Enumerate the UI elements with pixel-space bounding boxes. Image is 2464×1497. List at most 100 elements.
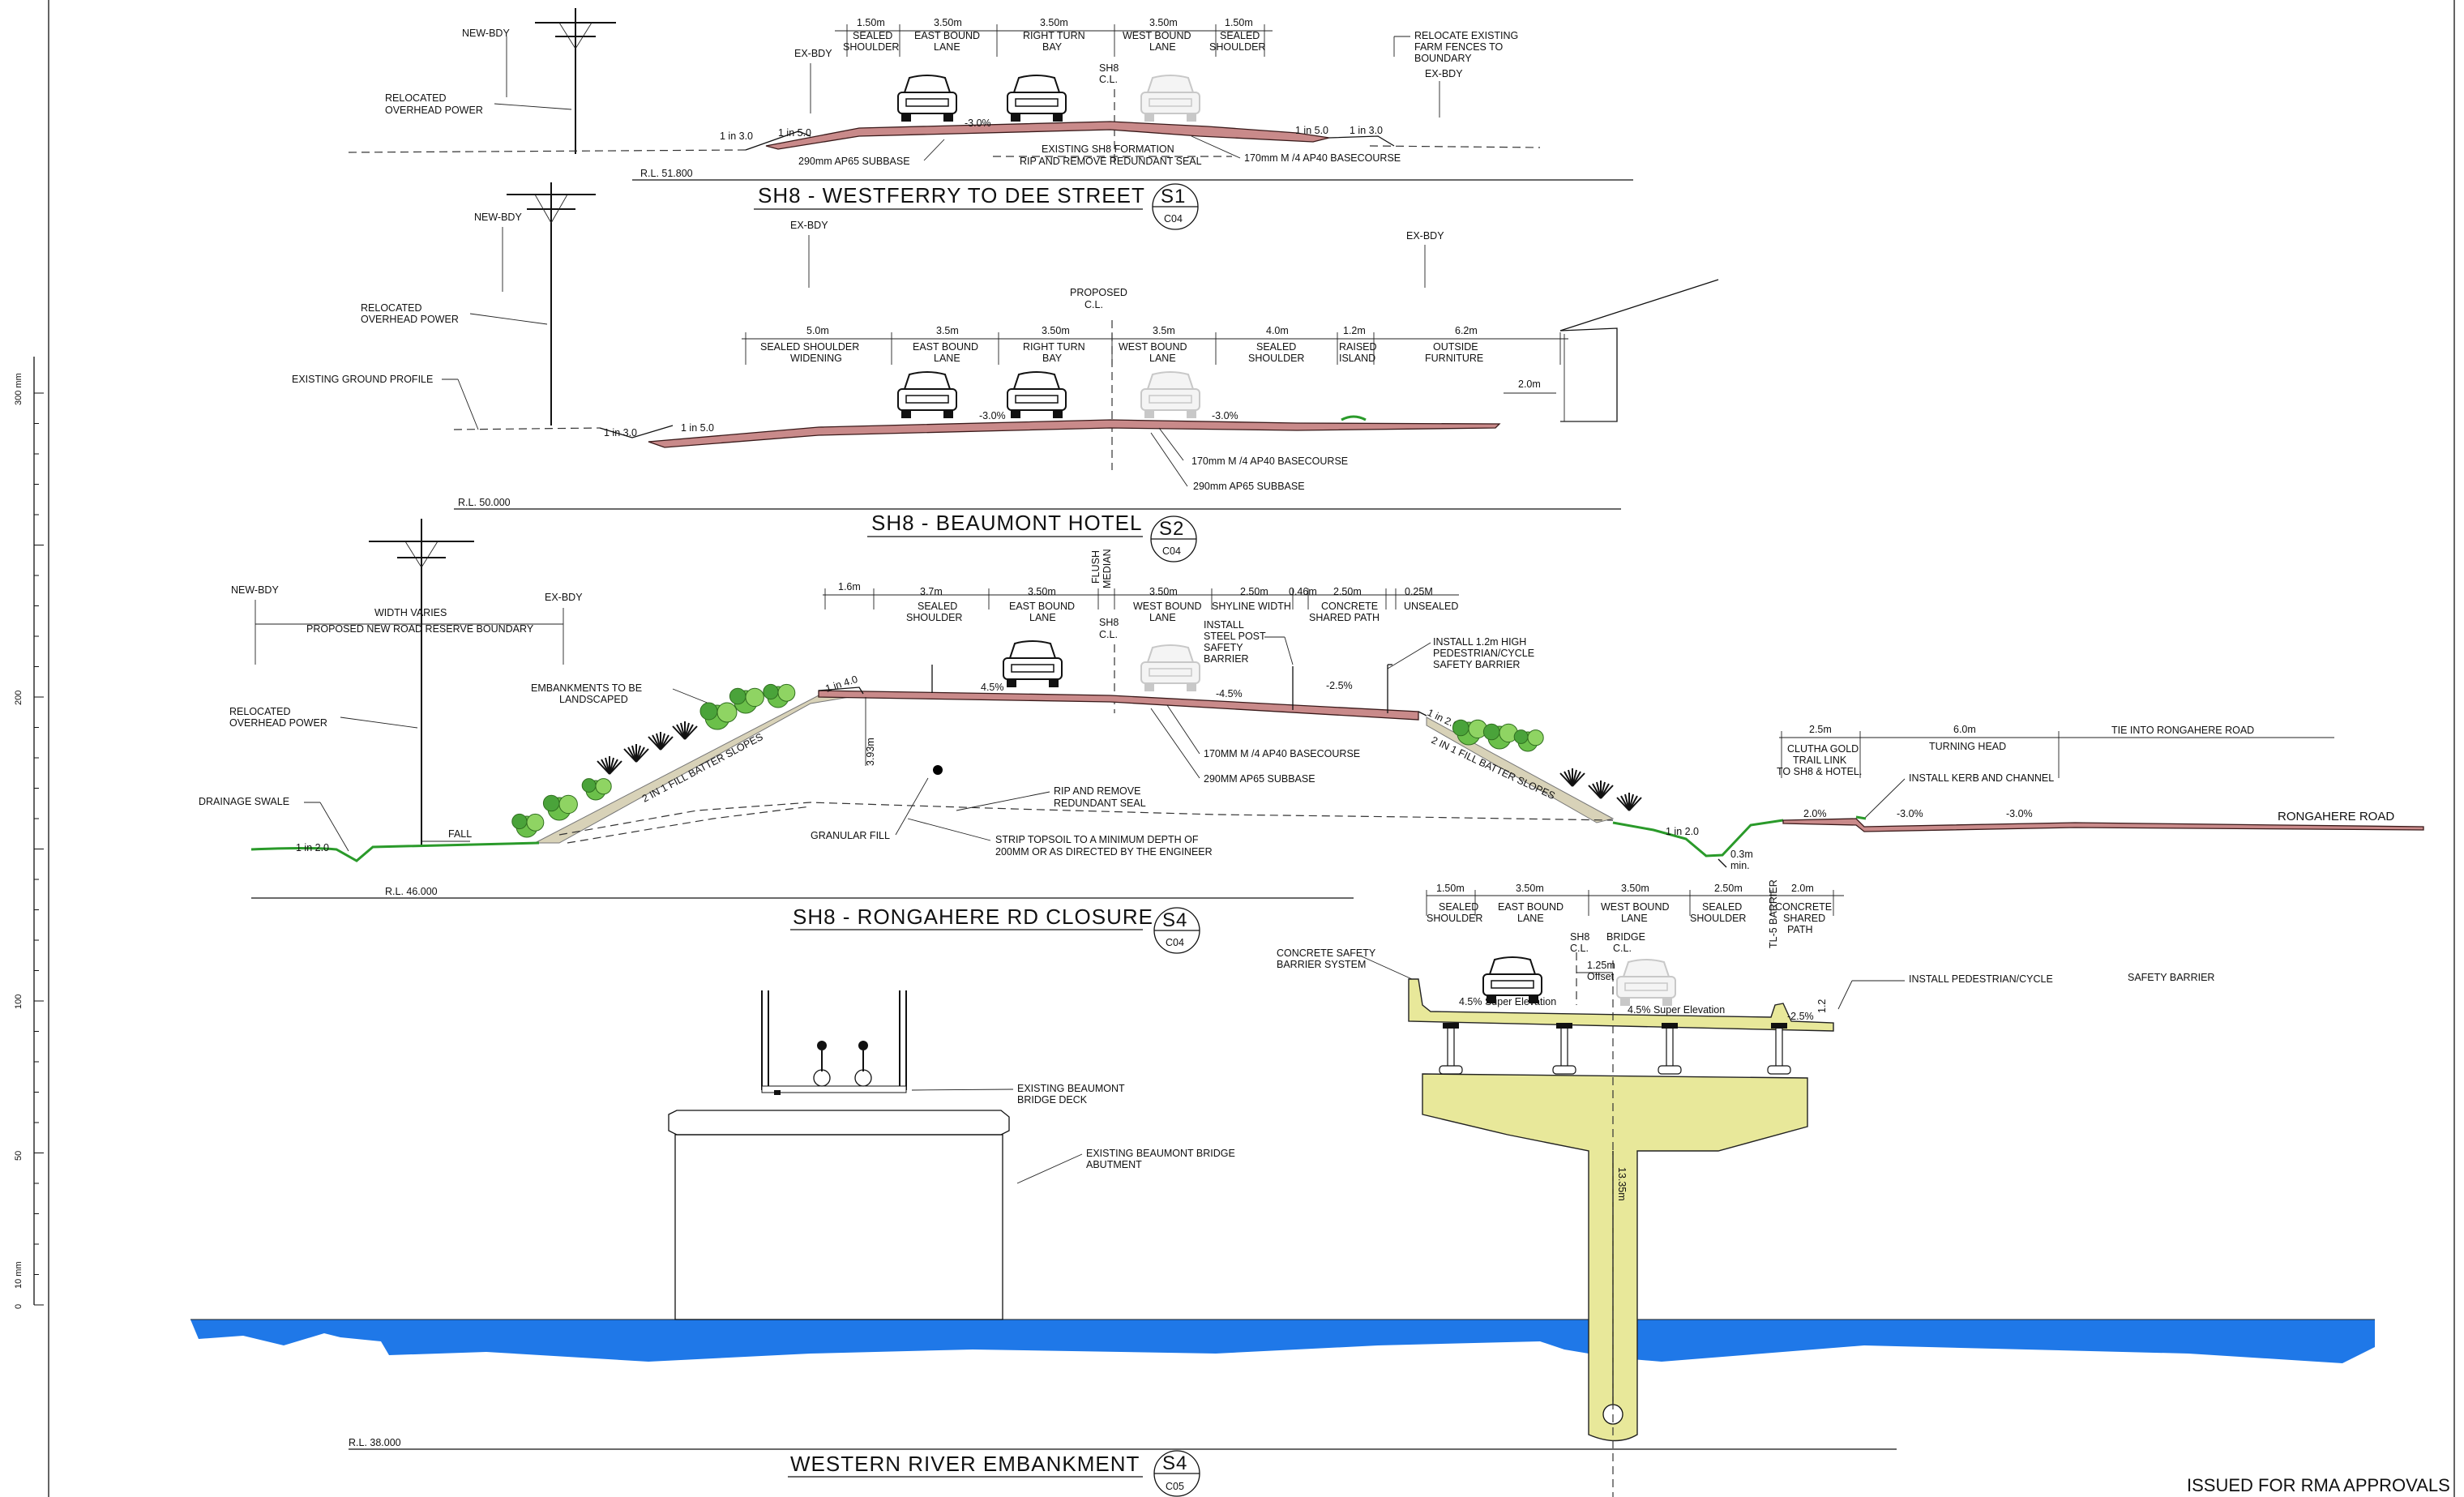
s2-lane-label: SHOULDER <box>1248 353 1304 364</box>
s3-turning: TURNING HEAD <box>1929 741 2006 752</box>
scale-label-0: 0 <box>14 1304 24 1309</box>
ghost-car-icon <box>1140 644 1200 691</box>
s2-dim-ticks <box>745 332 1561 365</box>
s2-vehicles <box>897 371 1200 418</box>
s2-lane-label: WEST BOUND <box>1119 341 1187 353</box>
shrub-icon <box>763 683 796 708</box>
s4-lane-label: CONCRETE <box>1775 901 1832 913</box>
s3-swale-slope: 1 in 2.0 <box>296 842 329 853</box>
s2-rl: R.L. 50.000 <box>458 497 511 508</box>
s2-subbase: 290mm AP65 SUBBASE <box>1193 481 1305 492</box>
s2-proposed-cl: C.L. <box>1084 299 1103 310</box>
s4-concrete-barrier: BARRIER SYSTEM <box>1277 959 1366 970</box>
s3-relocated-power: RELOCATED <box>229 706 290 717</box>
s3-ped-barrier: PEDESTRIAN/CYCLE <box>1433 648 1534 659</box>
s3-basecourse: 170MM M /4 AP40 BASECOURSE <box>1204 748 1360 759</box>
s3-dim: 2.50m <box>1333 586 1362 597</box>
s1-lane-label: SHOULDER <box>1209 41 1265 53</box>
s4-xfall-path: -2.5% <box>1787 1011 1814 1022</box>
s4-concrete-barrier: CONCRETE SAFETY <box>1277 947 1376 959</box>
ghost-car-icon <box>1140 75 1200 122</box>
s1-slope: 1 in 5.0 <box>778 127 811 139</box>
s1-lane-label: LANE <box>934 41 960 53</box>
s4-lane-label: SEALED <box>1439 901 1478 913</box>
s2-lane-label: SEALED SHOULDER <box>760 341 859 353</box>
s2-new-bdy: NEW-BDY <box>474 212 522 223</box>
s1-rip: RIP AND REMOVE REDUNDANT SEAL <box>1020 156 1202 167</box>
s2-ground-profile: EXISTING GROUND PROFILE <box>292 374 433 385</box>
s1-rl: R.L. 51.800 <box>640 168 693 179</box>
s3-trail-dim: 2.5m <box>1809 724 1832 735</box>
s1-ex-bdy: EX-BDY <box>794 48 832 59</box>
s3-cl-label: C.L. <box>1099 629 1118 640</box>
s3-lane-label: EAST BOUND <box>1009 601 1075 612</box>
s1-relocate-fences: BOUNDARY <box>1414 53 1472 64</box>
s3-landscaping <box>511 683 1642 838</box>
s4-title-block: WESTERN RIVER EMBANKMENT S4 C05 <box>788 1450 1200 1497</box>
s1-relocated-power: OVERHEAD POWER <box>385 105 483 116</box>
s1-relocate-fences: RELOCATE EXISTING <box>1414 30 1518 41</box>
s3-xfall: 4.5% <box>981 682 1004 693</box>
s4-existing-bridge <box>668 990 1010 1320</box>
s3-fall: FALL <box>448 828 472 840</box>
s4-offset: Offset <box>1587 971 1615 982</box>
s3-steel-barrier: BARRIER <box>1204 653 1249 665</box>
s1-lane-label: SEALED <box>853 30 892 41</box>
s4-new-bridge <box>1408 978 1834 1442</box>
shrub-icon <box>729 687 764 714</box>
shrub-icon <box>699 702 738 730</box>
s4-ped-barrier: INSTALL PEDESTRIAN/CYCLE <box>1909 973 2053 985</box>
s3-xfall: -2.5% <box>1326 680 1353 691</box>
s2-slope: 1 in 5.0 <box>681 422 714 434</box>
s3-lane-label: SHYLINE WIDTH <box>1212 601 1291 612</box>
s1-lane-label: SEALED <box>1220 30 1260 41</box>
s3-min: 0.3m <box>1730 849 1753 860</box>
s2-tag: S2 <box>1159 518 1184 540</box>
s4-existing-deck: EXISTING BEAUMONT <box>1017 1083 1125 1094</box>
scale-bar: 300 mm 200 100 50 10 mm 0 <box>14 357 44 1309</box>
s3-subbase: 290MM AP65 SUBBASE <box>1204 773 1315 785</box>
s1-slope: 1 in 3.0 <box>720 130 753 142</box>
s3-steel-barrier: SAFETY <box>1204 642 1243 653</box>
s4-sh8cl: SH8 <box>1570 931 1589 943</box>
shrub-icon <box>581 778 612 801</box>
s1-ref: C04 <box>1164 213 1183 225</box>
s4-lane-label: SHOULDER <box>1427 913 1482 924</box>
s3-lane-label: SEALED <box>918 601 957 612</box>
s2-xfall: -3.0% <box>1212 410 1238 421</box>
s3-dim: 0.25M <box>1405 586 1433 597</box>
grass-icon <box>672 721 698 740</box>
s2-dim: 4.0m <box>1266 325 1289 336</box>
s4-tl5: TL-5 BARRIER <box>1768 879 1779 948</box>
s1-cl-label: SH8 <box>1099 62 1119 74</box>
s3-rip: RIP AND REMOVE <box>1054 785 1140 797</box>
bearing-icon <box>1658 1023 1682 1075</box>
s2-lane-label: LANE <box>1149 353 1176 364</box>
s3-steel-barrier: STEEL POST <box>1204 631 1266 642</box>
s3-road-name: RONGAHERE ROAD <box>2278 810 2394 823</box>
s1-lane-label: SHOULDER <box>843 41 899 53</box>
s3-strip: STRIP TOPSOIL TO A MINIMUM DEPTH OF <box>995 834 1199 845</box>
s3-title: SH8 - RONGAHERE RD CLOSURE <box>793 905 1153 929</box>
s4-dim: 2.0m <box>1791 883 1814 894</box>
s4-dim-ticks <box>1426 890 1834 916</box>
car-icon <box>897 371 957 418</box>
s3-new-bdy: NEW-BDY <box>231 584 279 596</box>
s3-rl: R.L. 46.000 <box>385 886 438 897</box>
scale-label-10: 10 mm <box>14 1261 24 1289</box>
s1-title-block: SH8 - WESTFERRY TO DEE STREET S1 C04 <box>754 183 1199 230</box>
s4-bridgecl: C.L. <box>1613 943 1632 954</box>
approval-stamp: ISSUED FOR RMA APPROVALS <box>2187 1475 2450 1495</box>
s1-lane-label: RIGHT TURN <box>1023 30 1085 41</box>
s1-new-bdy: NEW-BDY <box>462 28 510 39</box>
s2-lane-label: FURNITURE <box>1425 353 1483 364</box>
s3-dim: 3.50m <box>1149 586 1178 597</box>
s3-xfall-trail: 2.0% <box>1803 808 1827 819</box>
s2-building <box>1559 279 1719 422</box>
s4-lane-label: EAST BOUND <box>1498 901 1564 913</box>
scale-label-100: 100 <box>14 994 24 1009</box>
s4-existing-deck: BRIDGE DECK <box>1017 1094 1088 1106</box>
grass-icon <box>648 732 674 751</box>
s3-dim: 3.7m <box>920 586 943 597</box>
s1-dim: 3.50m <box>1040 17 1068 28</box>
